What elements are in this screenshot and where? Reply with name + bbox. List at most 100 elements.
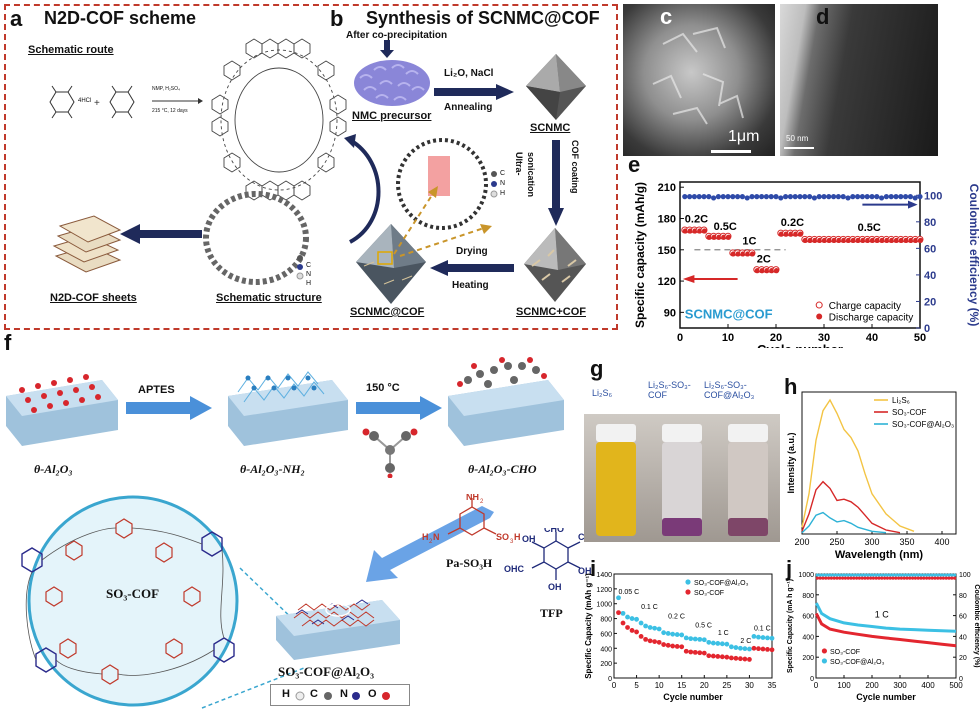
- i-point: [679, 632, 685, 638]
- j-ce-point: [936, 573, 940, 577]
- j-ce-point: [824, 576, 828, 580]
- i-point: [706, 639, 712, 645]
- e-ce-point: [711, 195, 717, 201]
- e-left-arrow-head: [682, 274, 695, 283]
- e-ce-point: [706, 194, 712, 200]
- j-xtick-label: 400: [921, 681, 935, 690]
- panel-label-e: e: [628, 152, 641, 177]
- j-ce-point: [916, 576, 920, 580]
- h-ylabel: Intensity (a.u.): [786, 432, 796, 493]
- j-ce-point: [841, 576, 845, 580]
- i-point: [620, 620, 626, 626]
- j-ce-point: [849, 573, 853, 577]
- b-legend-n: N: [500, 180, 506, 187]
- i-point: [616, 610, 621, 616]
- j-ce-point: [933, 576, 937, 580]
- j-ce-point: [922, 573, 926, 577]
- svg-text:3: 3: [510, 539, 514, 545]
- i-point: [670, 643, 676, 649]
- e-y2tick-label: 40: [924, 270, 936, 282]
- h-series-line: [801, 511, 887, 534]
- i-legend-label: SO₃-COF@Al₂O₃: [694, 580, 749, 587]
- e-inset-label: SCNMC@COF: [685, 307, 773, 322]
- al2o3-substrate-3: [448, 357, 564, 446]
- j-ytick-label: 1000: [798, 572, 814, 579]
- n2d-cof-sheets-label: N2D-COF sheets: [50, 292, 137, 304]
- e-ce-point: [855, 194, 861, 200]
- j-ce-point: [944, 573, 948, 577]
- e-ce-point: [893, 194, 899, 200]
- drying-arrow-icon: [430, 260, 514, 276]
- e-legend-charge: Charge capacity: [829, 301, 901, 312]
- h-series-line: [801, 398, 915, 532]
- a-legend-n: N: [306, 271, 312, 278]
- j-ce-point: [880, 576, 884, 580]
- i-xtick-label: 20: [700, 681, 709, 690]
- e-ytick-label: 150: [658, 245, 676, 257]
- scnmc-label: SCNMC: [530, 122, 571, 134]
- atom-legend-o: O: [368, 688, 377, 700]
- j-ce-point: [953, 576, 957, 580]
- i-xtick-label: 5: [634, 681, 639, 690]
- i-point: [710, 653, 716, 659]
- j-ce-point: [815, 576, 819, 580]
- sonication-label: sonication: [526, 152, 536, 198]
- svg-text:OH: OH: [548, 582, 562, 592]
- panel-label-h: h: [784, 374, 798, 399]
- route-condition-1: NMP, H₂SO₄: [152, 86, 181, 92]
- e-ce-point: [763, 194, 769, 200]
- j-ce-point: [908, 576, 912, 580]
- e-ce-point: [831, 194, 837, 200]
- coprecipitation-label: After co-precipitation: [346, 30, 448, 41]
- panel-label-j: j: [786, 556, 793, 581]
- e-discharge-point: [797, 231, 804, 237]
- j-ytick-label: 0: [810, 676, 814, 683]
- panel-label-b: b: [330, 6, 344, 31]
- n2d-cof-sheets-drawing: [52, 215, 122, 273]
- j-ce-point: [852, 573, 856, 577]
- j-xtick-label: 100: [837, 681, 851, 690]
- e-discharge-point: [773, 268, 780, 274]
- al2o3-substrate-1: [6, 374, 118, 446]
- e-ce-point: [898, 194, 904, 200]
- panel-b-title: Synthesis of SCNMC@COF: [366, 8, 600, 28]
- j-ce-point: [846, 576, 850, 580]
- e-ce-point: [903, 194, 909, 200]
- i-point: [724, 641, 730, 647]
- j-y2tick-label: 60: [959, 614, 967, 621]
- tfp-label: TFP: [540, 606, 563, 620]
- j-ce-point: [905, 576, 909, 580]
- j-ce-point: [933, 573, 937, 577]
- route-arrow: [152, 98, 203, 104]
- vial-label-3: Li₂S₆-SO₃-COF@Al₂O₃: [704, 380, 755, 400]
- i-point: [652, 625, 658, 631]
- svg-text:OH: OH: [578, 566, 592, 576]
- j-ce-point: [869, 573, 873, 577]
- i-point: [769, 635, 775, 641]
- j-y2tick-label: 20: [959, 655, 967, 662]
- reactant-molecules: +: [49, 85, 135, 119]
- e-ce-point: [907, 194, 913, 200]
- i-point: [747, 657, 752, 662]
- i-point: [765, 647, 770, 652]
- j-legend-marker: [821, 658, 827, 664]
- e-ce-point: [768, 194, 774, 200]
- i-xtick-label: 10: [655, 681, 664, 690]
- j-ce-point: [950, 576, 954, 580]
- j-ce-point: [941, 576, 945, 580]
- j-ce-point: [930, 573, 934, 577]
- tem-image: [780, 4, 938, 156]
- e-ce-point: [869, 194, 875, 200]
- j-ce-point: [947, 576, 951, 580]
- aptes-label: APTES: [138, 384, 175, 396]
- svg-text:SO: SO: [496, 532, 509, 542]
- e-ce-point: [845, 195, 851, 201]
- heat-arrow-icon: [356, 396, 442, 420]
- i-legend-marker: [685, 579, 691, 585]
- b-legend-c: C: [500, 170, 506, 177]
- h-xtick-label: 250: [829, 537, 844, 547]
- j-ce-point: [897, 576, 901, 580]
- j-rate-label: 1 C: [875, 610, 890, 620]
- sem-texture: [652, 26, 751, 153]
- j-ce-point: [911, 576, 915, 580]
